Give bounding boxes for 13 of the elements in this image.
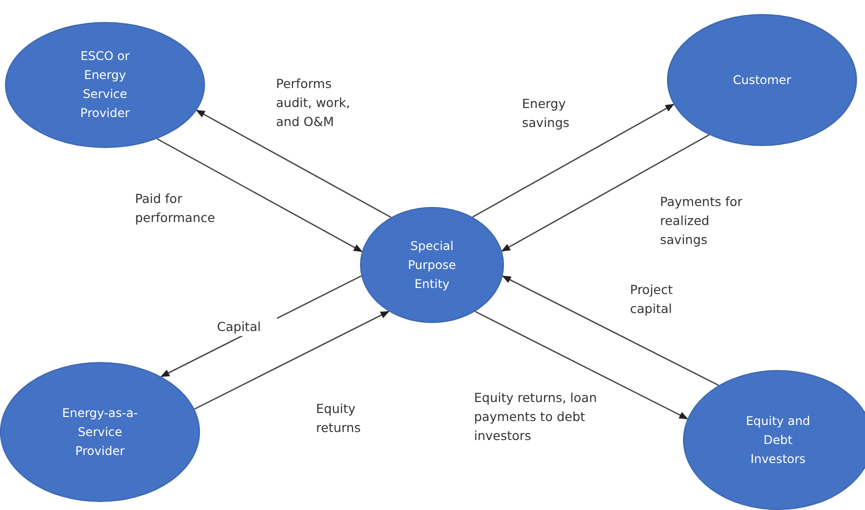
arrow bbox=[474, 310, 688, 420]
arrow bbox=[472, 104, 674, 218]
entity-name: Equity and Debt Investors bbox=[744, 412, 812, 468]
entity-name: Customer bbox=[732, 72, 792, 88]
arrow bbox=[196, 110, 392, 218]
entity-name: Special Purpose Entity bbox=[406, 238, 458, 292]
entity-name: ESCO or Energy Service Provider bbox=[79, 48, 131, 122]
arrow bbox=[501, 134, 710, 252]
arrow bbox=[156, 138, 363, 252]
edge-label: Capital bbox=[217, 317, 277, 336]
entity-name: Energy-as-a-Service Provider bbox=[61, 404, 139, 460]
arrow bbox=[194, 310, 390, 410]
arrow bbox=[502, 276, 719, 386]
